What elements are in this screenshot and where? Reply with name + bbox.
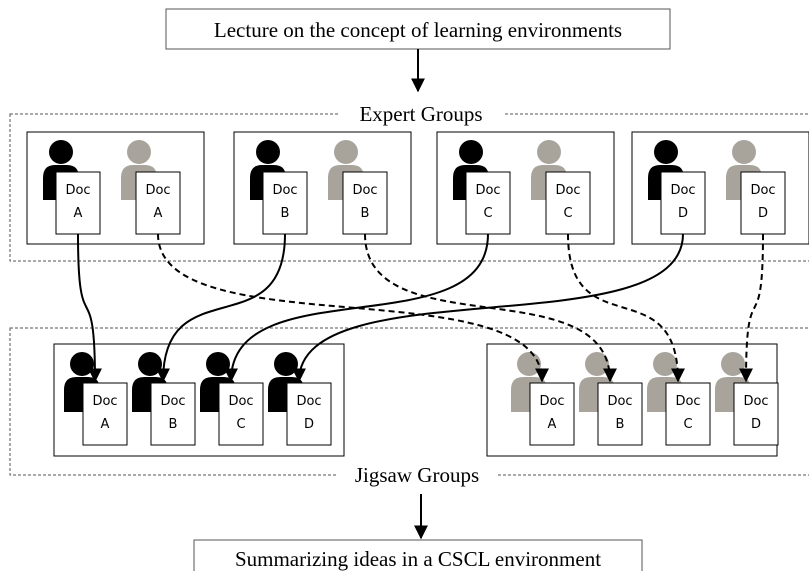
expert-groups-region: Expert Groups xyxy=(9,100,809,262)
lecture-box: Lecture on the concept of learning envir… xyxy=(165,8,671,50)
summary-box-text: Summarizing ideas in a CSCL environment xyxy=(235,547,601,571)
doc-letter: A xyxy=(101,417,110,432)
doc-word: Doc xyxy=(475,183,500,198)
doc-word: Doc xyxy=(675,394,700,409)
doc-letter: D xyxy=(304,417,314,432)
doc-word: Doc xyxy=(352,183,377,198)
doc-letter: B xyxy=(361,206,370,221)
summary-box: Summarizing ideas in a CSCL environment xyxy=(193,539,643,571)
doc-word: Doc xyxy=(670,183,695,198)
doc-letter: A xyxy=(74,206,83,221)
doc-letter: D xyxy=(678,206,688,221)
jigsaw-groups-region: Jigsaw Groups xyxy=(9,327,809,490)
doc-word: Doc xyxy=(539,394,564,409)
doc-letter: D xyxy=(758,206,768,221)
doc-word: Doc xyxy=(65,183,90,198)
lecture-box-text: Lecture on the concept of learning envir… xyxy=(214,18,622,42)
connection-arrow-b-dark xyxy=(156,233,286,383)
jigsaw-groups-label: Jigsaw Groups xyxy=(355,463,479,487)
doc-letter: B xyxy=(281,206,290,221)
doc-letter: C xyxy=(683,417,692,432)
doc-letter: D xyxy=(751,417,761,432)
doc-word: Doc xyxy=(296,394,321,409)
doc-word: Doc xyxy=(145,183,170,198)
doc-letter: C xyxy=(563,206,572,221)
doc-word: Doc xyxy=(160,394,185,409)
connection-arrow-c-light xyxy=(567,233,685,383)
doc-word: Doc xyxy=(92,394,117,409)
connection-arrow-d-light xyxy=(739,233,764,383)
doc-word: Doc xyxy=(228,394,253,409)
doc-word: Doc xyxy=(272,183,297,198)
doc-letter: B xyxy=(169,417,178,432)
doc-letter: A xyxy=(548,417,557,432)
connection-arrow-a-dark xyxy=(77,233,102,383)
doc-letter: C xyxy=(236,417,245,432)
connection-arrow-a-light xyxy=(157,233,549,383)
doc-word: Doc xyxy=(607,394,632,409)
doc-letter: C xyxy=(483,206,492,221)
doc-word: Doc xyxy=(750,183,775,198)
connection-arrow-b-light xyxy=(364,233,617,383)
doc-letter: B xyxy=(616,417,625,432)
doc-word: Doc xyxy=(743,394,768,409)
expert-groups-label: Expert Groups xyxy=(359,102,482,126)
doc-letter: A xyxy=(154,206,163,221)
doc-word: Doc xyxy=(555,183,580,198)
